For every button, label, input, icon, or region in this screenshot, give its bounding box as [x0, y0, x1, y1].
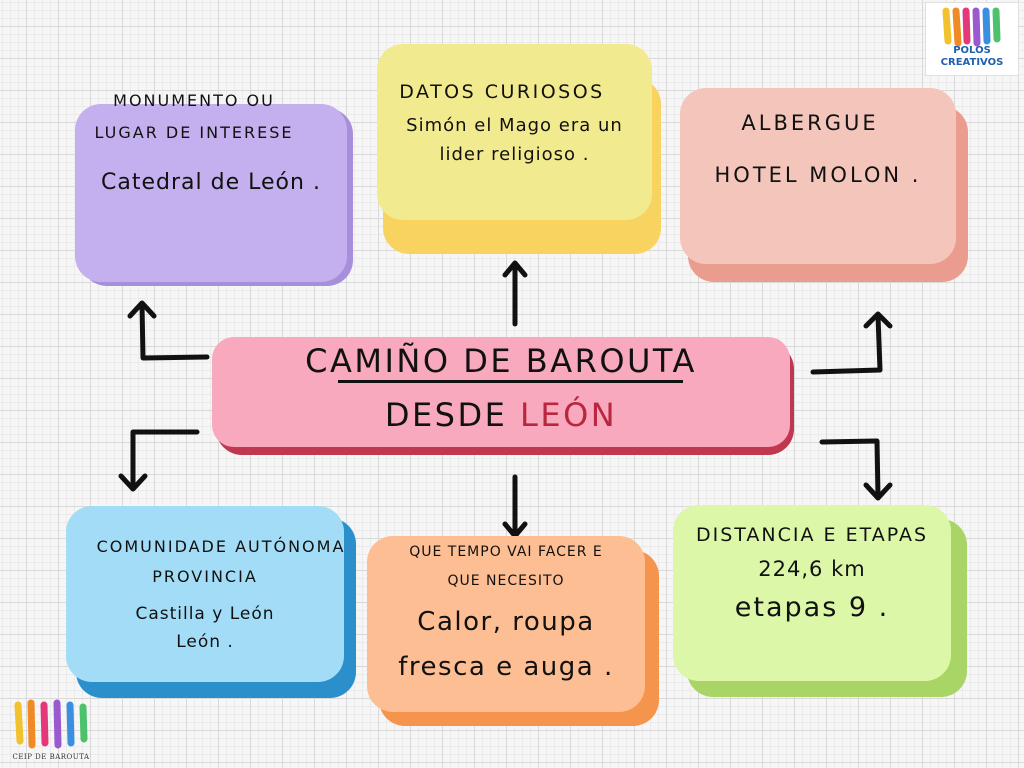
polos-creativos-line2: CREATIVOS: [940, 57, 1004, 68]
card-albergue-face: HOTEL MOLON .: [680, 88, 956, 264]
card-distancia-face: DISTANCIA E ETAPAS 224,6 km etapas 9 .: [673, 505, 951, 681]
datos-text-line2: lider religioso .: [439, 144, 590, 165]
card-distancia: DISTANCIA E ETAPAS 224,6 km etapas 9 .: [673, 505, 970, 699]
albergue-text: HOTEL MOLON .: [714, 163, 922, 187]
comunidade-title-line2: PROVINCIA: [152, 567, 258, 586]
arrow-to-tempo-head: [502, 521, 528, 539]
paint-strokes-icon: [942, 7, 1001, 47]
arrow-to-albergue: [810, 313, 883, 375]
datos-text-line1: Simón el Mago era un: [406, 115, 623, 136]
card-center-title: CAMIÑO DE BAROUTA DESDE LEÓN: [212, 337, 796, 457]
comunidade-title-line1: COMUNIDADE AUTÓNOMA: [96, 537, 346, 556]
albergue-title: ALBERGUE: [741, 111, 879, 135]
center-title-accent: LEÓN: [520, 396, 618, 434]
card-albergue: HOTEL MOLON .: [680, 88, 970, 286]
card-tempo-face: QUE TEMPO VAI FACER E QUE NECESITO Calor…: [367, 536, 645, 712]
comunidade-text-line1: Castilla y León: [135, 604, 275, 624]
tempo-title-line2: QUE NECESITO: [447, 573, 565, 589]
ceip-barouta-logo: CEIP DE BAROUTA: [8, 697, 94, 767]
tempo-title-line1: QUE TEMPO VAI FACER E: [409, 544, 603, 560]
ceip-barouta-text: CEIP DE BAROUTA: [12, 753, 90, 761]
monumento-title-line1: MONUMENTO OU: [113, 91, 275, 110]
card-center-face: CAMIÑO DE BAROUTA DESDE LEÓN: [212, 337, 790, 447]
polos-creativos-line1: POLOS: [953, 45, 991, 56]
monumento-text: Catedral de León .: [101, 170, 321, 195]
arrow-to-monumento: [139, 302, 210, 361]
monumento-title-line2: LUGAR DE INTERESE: [94, 123, 294, 142]
polos-creativos-logo: POLOS CREATIVOS: [925, 2, 1019, 76]
paint-strokes-icon: [14, 699, 88, 749]
arrow-to-comunidade-head: [118, 473, 148, 492]
distancia-text-line2: etapas 9 .: [734, 592, 890, 623]
center-underline: [338, 380, 683, 383]
card-tempo: QUE TEMPO VAI FACER E QUE NECESITO Calor…: [367, 536, 662, 726]
arrow-to-comunidade: [130, 429, 200, 490]
card-comunidade: COMUNIDADE AUTÓNOMA PROVINCIA Castilla y…: [66, 506, 356, 698]
center-title-line2: DESDE LEÓN: [212, 393, 790, 437]
card-comunidade-face: COMUNIDADE AUTÓNOMA PROVINCIA Castilla y…: [66, 506, 344, 682]
center-title-prefix: DESDE: [384, 396, 521, 434]
center-title-line1: CAMIÑO DE BAROUTA: [305, 342, 697, 380]
distancia-title: DISTANCIA E ETAPAS: [695, 524, 929, 546]
card-monumento: Catedral de León .: [75, 104, 355, 286]
card-monumento-face: Catedral de León .: [75, 104, 347, 282]
arrow-to-datos-head: [502, 260, 528, 278]
arrow-to-monumento-head: [127, 300, 157, 319]
card-datos-curiosos: Simón el Mago era un lider religioso .: [377, 44, 662, 254]
tempo-text-line1: Calor, roupa: [417, 607, 595, 637]
arrow-to-albergue-head: [863, 311, 893, 329]
datos-title: DATOS CURIOSOS: [399, 81, 605, 103]
arrow-to-distancia: [819, 438, 881, 499]
distancia-text-line1: 224,6 km: [758, 557, 866, 581]
comunidade-text-line2: León .: [176, 632, 234, 652]
tempo-text-line2: fresca e auga .: [398, 652, 614, 682]
card-datos-face: Simón el Mago era un lider religioso .: [377, 44, 652, 220]
arrow-to-distancia-head: [863, 482, 893, 501]
